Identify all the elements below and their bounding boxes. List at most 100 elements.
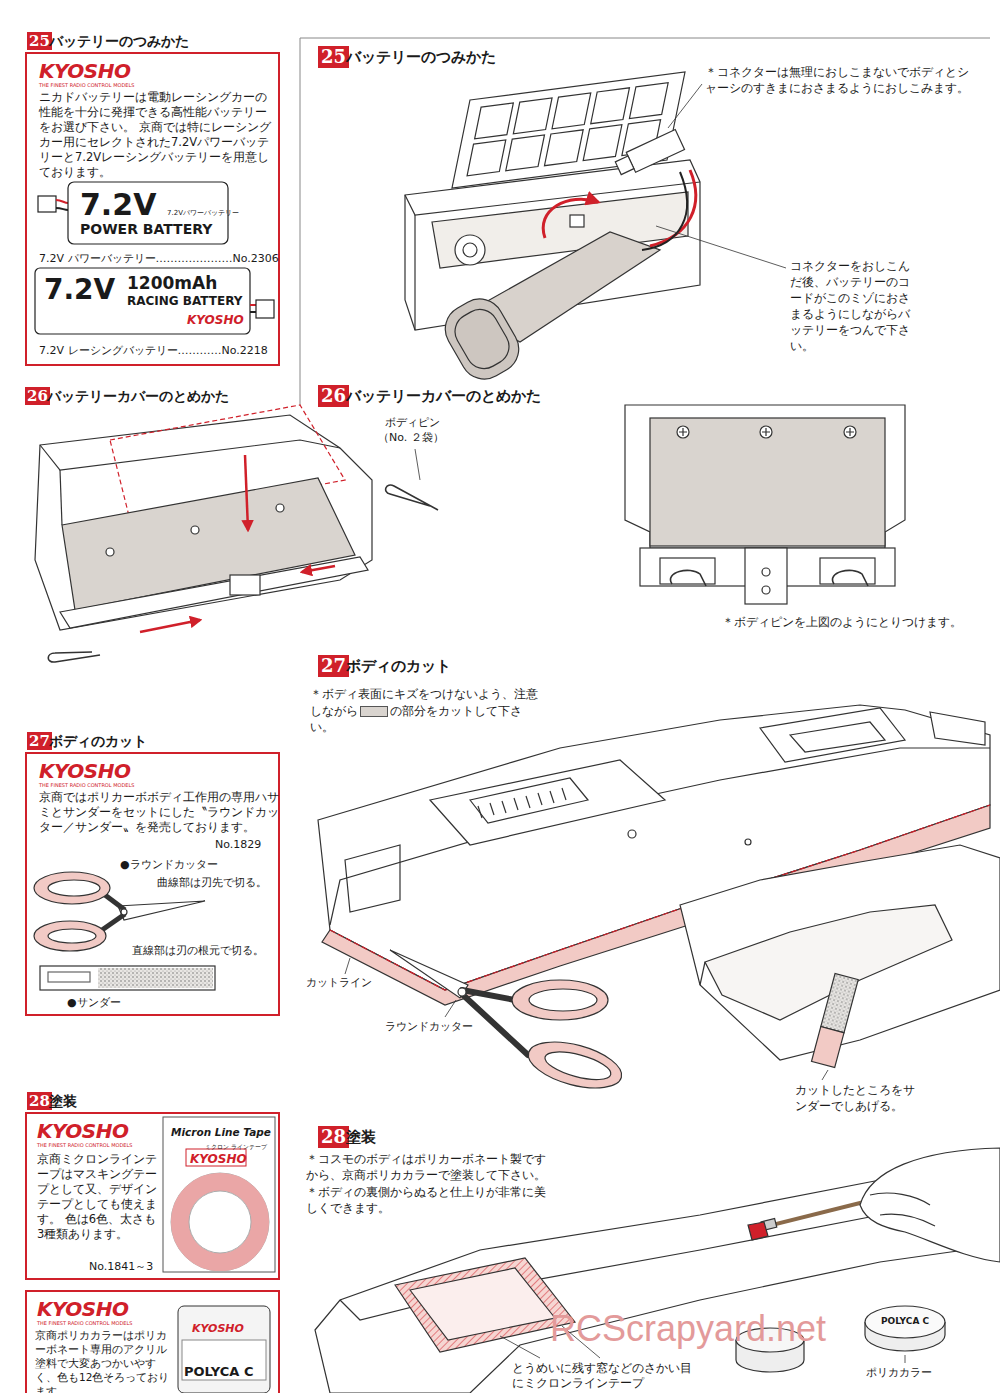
battery-picture bbox=[38, 196, 56, 212]
scissors-illustration bbox=[529, 989, 597, 1011]
painting-illustration bbox=[905, 1355, 906, 1363]
scissors-illustration bbox=[445, 1000, 456, 1017]
battery-install-illustration bbox=[543, 199, 598, 238]
painting-illustration bbox=[860, 1148, 1000, 1262]
battery-cover-illustration bbox=[40, 440, 340, 470]
brand-logo: KYOSHO bbox=[37, 1298, 128, 1320]
product-ad-box: KYOSHOTHE FINEST RADIO CONTROL MODELS京商ポ… bbox=[25, 1290, 280, 1393]
battery-picture bbox=[250, 311, 256, 313]
product-print: KYOSHO bbox=[192, 1322, 244, 1335]
product-print: Micron Line Tape bbox=[171, 1126, 271, 1138]
battery-picture bbox=[250, 304, 256, 306]
ad-text: 京商ではポリカーボボディ工作用の専用ハサミとサンダーをセットにした〝ラウンドカッ… bbox=[39, 790, 279, 835]
battery-cover-view bbox=[670, 570, 706, 586]
battery-cover-illustration bbox=[191, 526, 199, 534]
battery-cover-view bbox=[846, 428, 854, 436]
battery-install-illustration bbox=[650, 170, 696, 246]
sander-picture bbox=[40, 966, 215, 990]
battery-cover-view bbox=[762, 586, 770, 594]
ad-text: ニカドバッテリーは電動レーシングカーの性能を十分に発揮できる高性能バッテリーをお… bbox=[39, 90, 277, 180]
step-heading: 塗装 bbox=[346, 1126, 376, 1148]
battery-cover-view bbox=[679, 428, 687, 436]
battery-cover-illustration bbox=[230, 575, 260, 595]
battery-install-illustration bbox=[455, 235, 485, 265]
product-print: KYOSHO bbox=[190, 1152, 247, 1166]
bag-number: （No. ２袋） bbox=[378, 431, 444, 445]
battery-cover-illustration bbox=[415, 449, 420, 480]
paint-jar-picture bbox=[178, 1306, 270, 1393]
battery-cover-view bbox=[832, 570, 868, 586]
step-number: 26 bbox=[25, 387, 50, 405]
step-number: 26 bbox=[318, 385, 349, 407]
battery-print: 7.2V bbox=[80, 190, 156, 220]
battery-install-illustration bbox=[656, 226, 786, 268]
battery-cover-view bbox=[650, 418, 885, 546]
product-ad-box: 27ボディのカットKYOSHOTHE FINEST RADIO CONTROL … bbox=[25, 752, 280, 1016]
body-shell-illustration bbox=[430, 760, 665, 845]
scissors-illustration bbox=[390, 950, 468, 998]
battery-cover-view bbox=[677, 426, 689, 438]
body-shell-illustration bbox=[470, 778, 588, 823]
battery-print: KYOSHO bbox=[187, 313, 244, 327]
ad-text: 京商ポリカカラーはポリカーボネート専用のアクリル塗料で大変あつかいやすく、色も1… bbox=[35, 1328, 175, 1393]
scissors-picture bbox=[34, 921, 106, 951]
part-name: ボディピン bbox=[385, 416, 440, 430]
step-number: 25 bbox=[27, 32, 52, 50]
callout-text: コネクターをおしこんだ後、バッテリーのコードがこのミゾにおさまるようにしながらバ… bbox=[790, 258, 918, 354]
battery-install-illustration bbox=[448, 303, 515, 375]
brand-tagline: THE FINEST RADIO CONTROL MODELS bbox=[39, 782, 134, 788]
scissors-picture bbox=[102, 914, 125, 930]
brand-logo: KYOSHO bbox=[39, 60, 130, 82]
battery-install-illustration bbox=[544, 130, 583, 166]
battery-install-illustration bbox=[414, 215, 415, 330]
painting-illustration bbox=[395, 1258, 575, 1352]
brand-logo: KYOSHO bbox=[37, 1120, 128, 1142]
tape-package-picture bbox=[180, 1182, 260, 1262]
scissors-picture bbox=[48, 880, 100, 896]
body-trim-illustration bbox=[680, 845, 1000, 1060]
paint-jar-picture bbox=[178, 1306, 270, 1393]
tape-package-picture bbox=[171, 1173, 269, 1271]
battery-install-illustration bbox=[668, 84, 702, 128]
sander-picture bbox=[98, 968, 213, 988]
battery-picture bbox=[256, 300, 274, 318]
callout-text: とうめいに残す窓などのさかい目にミクロンラインテープ bbox=[512, 1361, 702, 1391]
section-frame bbox=[300, 38, 301, 405]
battery-cover-illustration bbox=[35, 405, 438, 662]
part-number: No.1841～3 bbox=[89, 1260, 153, 1274]
body-shell-illustration bbox=[745, 839, 751, 845]
battery-print: 7.2V bbox=[44, 276, 115, 304]
painting-illustration bbox=[880, 1214, 935, 1226]
scissors-illustration bbox=[458, 988, 466, 996]
battery-install-illustration bbox=[570, 215, 584, 227]
part-name: ポリカカラー bbox=[866, 1366, 932, 1380]
battery-cover-view bbox=[762, 428, 770, 436]
battery-cover-view bbox=[844, 426, 856, 438]
battery-install-illustration bbox=[437, 290, 528, 388]
usage-note: 曲線部は刃先で切る。 bbox=[157, 876, 267, 890]
step-heading: バッテリーのつみかた bbox=[346, 46, 496, 68]
step-number: 28 bbox=[27, 1092, 52, 1110]
callout-text: カットしたところをサンダーでしあげる。 bbox=[795, 1082, 920, 1114]
battery-cover-illustration bbox=[386, 485, 438, 510]
battery-cover-illustration bbox=[60, 470, 62, 525]
painting-illustration bbox=[870, 1193, 930, 1205]
painting-illustration bbox=[410, 1268, 555, 1340]
battery-cover-view bbox=[762, 568, 770, 576]
battery-install-illustration bbox=[405, 72, 786, 388]
step-heading: 塗装 bbox=[49, 1092, 77, 1110]
tape-package-picture bbox=[163, 1117, 275, 1272]
watermark: RCScrapyard.net bbox=[550, 1310, 826, 1348]
body-trim-illustration bbox=[821, 973, 858, 1032]
body-shell-illustration bbox=[760, 708, 905, 762]
painting-illustration bbox=[865, 1306, 945, 1338]
battery-print: 1200mAh bbox=[127, 274, 217, 292]
paint-jar-picture bbox=[182, 1340, 266, 1380]
body-shell-illustration bbox=[628, 830, 636, 838]
scissors-picture bbox=[48, 929, 96, 943]
battery-cover-illustration bbox=[245, 455, 248, 530]
battery-cover-view bbox=[760, 426, 772, 438]
body-shell-illustration bbox=[345, 958, 350, 974]
battery-install-illustration bbox=[626, 130, 684, 173]
